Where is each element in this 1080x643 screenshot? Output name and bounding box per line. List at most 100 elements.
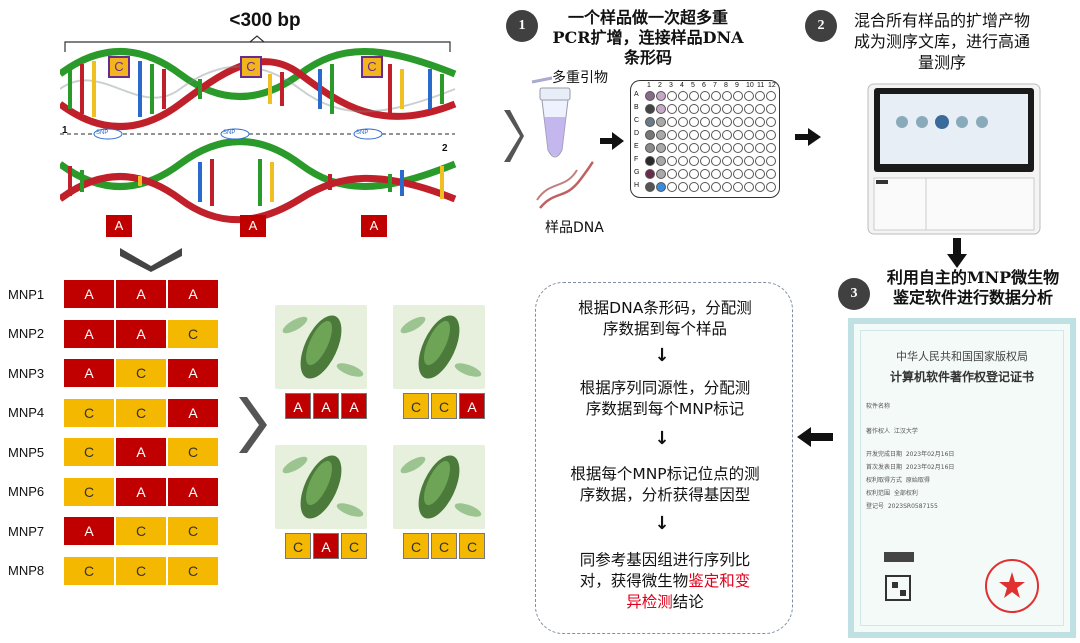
plate-row-label: E bbox=[634, 143, 639, 150]
cert-field-label: 权利取得方式 bbox=[866, 477, 903, 484]
mnp-allele-cell: A bbox=[64, 280, 114, 308]
plate-row-label: A bbox=[634, 91, 639, 98]
step-number-badge: 2 bbox=[805, 10, 837, 42]
plate-column-label: 12 bbox=[768, 82, 776, 89]
plate-column-label: 5 bbox=[691, 82, 695, 89]
flow-line: 序数据到每个样品 bbox=[602, 320, 727, 338]
mnp-allele-cell: C bbox=[168, 438, 218, 466]
plate-well bbox=[678, 143, 688, 153]
analysis-flow-box bbox=[535, 282, 793, 634]
genotype-cell: C bbox=[403, 393, 429, 419]
flow-text-normal: 结论 bbox=[672, 593, 704, 611]
plate-well bbox=[689, 182, 699, 192]
plate-well bbox=[678, 156, 688, 166]
plate-row-label: D bbox=[634, 130, 640, 137]
top-allele-box: C bbox=[108, 56, 130, 78]
plate-well bbox=[766, 156, 776, 166]
flow-arrow-down-icon: ↓ bbox=[654, 513, 670, 534]
flow-step-reference: 同参考基因组进行序列比 对，获得微生物鉴定和变 异检测结论 bbox=[545, 550, 785, 613]
chevron-down-icon bbox=[120, 248, 182, 272]
plate-well bbox=[700, 117, 710, 127]
step1-title-line: PCR扩增，连接样品DNA bbox=[552, 28, 744, 47]
step3-line: 利用自主的MNP微生物 bbox=[886, 268, 1060, 287]
snp-label: SNP bbox=[223, 130, 236, 136]
arrow-right-icon bbox=[795, 128, 821, 146]
cert-field-row: 权利范围 全部权利 bbox=[866, 487, 1066, 500]
mnp-allele-cell: A bbox=[168, 280, 218, 308]
cert-field-row: 著作权人 江汉大学 bbox=[866, 425, 1066, 438]
flow-line: 对，获得微生物鉴定和变 bbox=[545, 571, 785, 592]
flow-line: 根据每个MNP标记位点的测 bbox=[570, 465, 760, 483]
plate-well bbox=[722, 117, 732, 127]
plate-well bbox=[689, 169, 699, 179]
cert-field-row: 首次发表日期 2023年02月16日 bbox=[866, 461, 1066, 474]
plate-row-label: G bbox=[634, 169, 640, 176]
mnp-allele-cell: A bbox=[168, 359, 218, 387]
plate-well bbox=[722, 143, 732, 153]
plate-well bbox=[744, 91, 754, 101]
sample-dna-label: 样品DNA bbox=[545, 220, 604, 236]
plate-well bbox=[722, 130, 732, 140]
official-seal-icon bbox=[985, 559, 1039, 613]
flow-arrow-down-icon: ↓ bbox=[654, 428, 670, 449]
plate-well bbox=[722, 169, 732, 179]
plate-well bbox=[766, 169, 776, 179]
mnp-allele-cell: A bbox=[168, 477, 218, 506]
mnp-allele-cell: C bbox=[64, 477, 114, 506]
amplicon-bracket bbox=[64, 41, 451, 52]
plate-well bbox=[711, 117, 721, 127]
cert-field-label: 权利范围 bbox=[866, 490, 891, 497]
plate-well bbox=[678, 117, 688, 127]
plate-well bbox=[755, 182, 765, 192]
plate-well bbox=[766, 104, 776, 114]
step1-title: 一个样品做一次超多重 PCR扩增，连接样品DNA 条形码 bbox=[548, 8, 748, 68]
flow-step-homology: 根据序列同源性，分配测 序数据到每个MNP标记 bbox=[545, 378, 785, 420]
plate-well bbox=[744, 117, 754, 127]
plate-well bbox=[744, 130, 754, 140]
mnp-allele-cell: C bbox=[116, 398, 166, 427]
mnp-name: MNP7 bbox=[8, 523, 45, 539]
chevron-right-icon bbox=[504, 110, 524, 162]
flow-text-normal: 对，获得微生物 bbox=[579, 572, 689, 590]
plate-well bbox=[733, 169, 743, 179]
plate-column-label: 7 bbox=[713, 82, 717, 89]
bacterium-image bbox=[275, 305, 367, 389]
plate-well bbox=[766, 130, 776, 140]
flow-line: 异检测结论 bbox=[545, 592, 785, 613]
step-number-badge: 3 bbox=[838, 278, 870, 310]
plate-column-label: 4 bbox=[680, 82, 684, 89]
plate-well bbox=[711, 104, 721, 114]
genotype-cell: A bbox=[459, 393, 485, 419]
mnp-name: MNP8 bbox=[8, 563, 45, 578]
mnp-allele-cell: A bbox=[168, 398, 218, 427]
plate-well bbox=[700, 130, 710, 140]
plate-well bbox=[744, 169, 754, 179]
lower-base-pairs bbox=[68, 159, 444, 206]
cert-field-label: 首次发表日期 bbox=[866, 464, 903, 471]
plate-well bbox=[700, 156, 710, 166]
plate-well bbox=[667, 156, 677, 166]
plate-well bbox=[700, 169, 710, 179]
flow-line: 根据DNA条形码，分配测 bbox=[578, 299, 752, 317]
cert-field-label: 软件名称 bbox=[866, 403, 891, 410]
plate-well bbox=[733, 182, 743, 192]
chevron-right-icon bbox=[239, 397, 267, 453]
cert-field-row: 软件名称 bbox=[866, 400, 1066, 413]
plate-well bbox=[678, 130, 688, 140]
plate-well bbox=[678, 91, 688, 101]
mnp-name: MNP4 bbox=[8, 405, 45, 420]
step2-line: 量测序 bbox=[917, 53, 966, 72]
plate-well bbox=[733, 156, 743, 166]
plate-well bbox=[656, 169, 666, 179]
mnp-name: MNP6 bbox=[8, 484, 45, 499]
flow-step-barcode: 根据DNA条形码，分配测 序数据到每个样品 bbox=[545, 298, 785, 340]
plate-column-label: 6 bbox=[702, 82, 706, 89]
